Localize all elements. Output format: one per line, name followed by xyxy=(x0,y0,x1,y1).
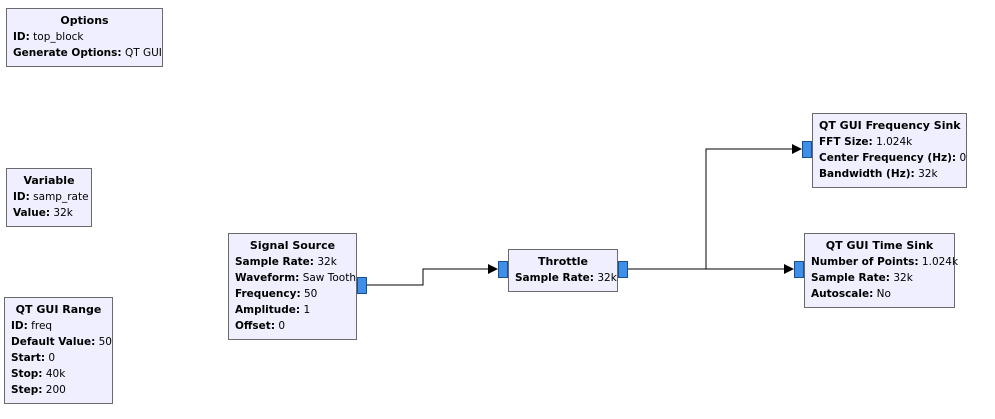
param-row: Frequency: 50 xyxy=(235,288,318,300)
block-title: Signal Source xyxy=(249,239,336,252)
time-sink-input-port[interactable] xyxy=(794,261,804,278)
qt-gui-frequency-sink-block[interactable]: QT GUI Frequency Sink FFT Size: 1.024k C… xyxy=(812,113,967,188)
param-row: Waveform: Saw Tooth xyxy=(235,272,356,284)
block-title: Throttle xyxy=(537,255,589,268)
param-row: Step: 200 xyxy=(11,384,66,396)
param-row: Sample Rate: 32k xyxy=(235,256,337,268)
param-row: Stop: 40k xyxy=(11,368,66,380)
param-row: Autoscale: No xyxy=(811,288,891,300)
wire-throttle-to-freq-sink[interactable] xyxy=(628,144,802,270)
freq-sink-input-port[interactable] xyxy=(802,141,812,158)
param-row: FFT Size: 1.024k xyxy=(819,136,913,148)
qt-gui-time-sink-block[interactable]: QT GUI Time Sink Number of Points: 1.024… xyxy=(804,233,959,308)
param-row: Offset: 0 xyxy=(235,320,286,332)
param-row: Amplitude: 1 xyxy=(235,304,311,316)
block-title: QT GUI Frequency Sink xyxy=(819,119,961,132)
block-title: Options xyxy=(60,14,109,27)
param-row: ID: freq xyxy=(11,320,53,332)
param-row: Generate Options: QT GUI xyxy=(13,47,162,59)
options-block[interactable]: Options ID: top_block Generate Options: … xyxy=(6,8,163,67)
param-row: Default Value: 50 xyxy=(11,336,112,348)
wire-source-to-throttle[interactable] xyxy=(367,264,498,286)
variable-block[interactable]: Variable ID: samp_rate Value: 32k xyxy=(6,168,92,227)
qt-gui-range-block[interactable]: QT GUI Range ID: freq Default Value: 50 … xyxy=(4,297,113,404)
block-title: QT GUI Range xyxy=(15,303,102,316)
param-row: Start: 0 xyxy=(11,352,56,364)
signal-source-block[interactable]: Signal Source Sample Rate: 32k Waveform:… xyxy=(228,233,357,340)
block-title: Variable xyxy=(23,174,75,187)
param-row: Sample Rate: 32k xyxy=(811,272,913,284)
throttle-output-port[interactable] xyxy=(618,261,628,278)
param-row: ID: top_block xyxy=(13,31,84,43)
param-row: Number of Points: 1.024k xyxy=(811,256,959,268)
throttle-block[interactable]: Throttle Sample Rate: 32k xyxy=(508,249,618,292)
param-row: Sample Rate: 32k xyxy=(515,272,617,284)
signal-source-output-port[interactable] xyxy=(357,277,367,294)
block-title: QT GUI Time Sink xyxy=(825,239,934,252)
throttle-input-port[interactable] xyxy=(498,261,508,278)
param-row: ID: samp_rate xyxy=(13,191,89,203)
param-row: Value: 32k xyxy=(13,207,73,219)
param-row: Center Frequency (Hz): 0 xyxy=(819,152,967,164)
param-row: Bandwidth (Hz): 32k xyxy=(819,168,938,180)
